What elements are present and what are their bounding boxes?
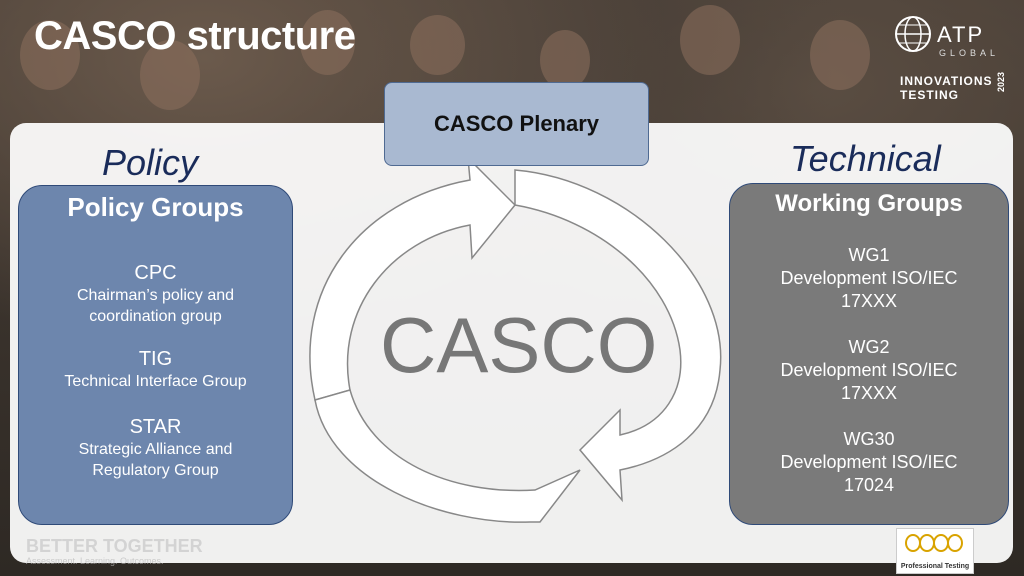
crowd-figure [410, 15, 465, 75]
cycle-arrow-right [514, 169, 722, 503]
crowd-figure [300, 10, 355, 75]
working-group-wg1: WG1 Development ISO/IEC 17XXX [730, 244, 1008, 313]
innovations-line2: TESTING [900, 88, 960, 102]
wg-line1: Development ISO/IEC [780, 452, 958, 472]
atp-sub: GLOBAL [939, 48, 1000, 58]
policy-groups-title: Policy Groups [67, 192, 244, 222]
wg-line2: 17024 [843, 475, 895, 495]
wg-code: WG1 [848, 245, 890, 265]
slide-title: CASCO structure [34, 14, 356, 58]
atp-name: ATP [937, 22, 985, 47]
technical-heading: Technical [790, 138, 941, 179]
policy-groups-box: Policy Groups CPC Chairman’s policy and … [18, 185, 293, 525]
policy-item-desc: Technical Interface Group [64, 373, 247, 390]
working-group-wg2: WG2 Development ISO/IEC 17XXX [730, 336, 1008, 405]
policy-item-cpc: CPC Chairman’s policy and coordination g… [19, 262, 292, 327]
crowd-figure [540, 30, 590, 90]
policy-item-code: CPC [134, 262, 177, 284]
innovations-year: 2023 [996, 72, 1006, 93]
policy-item-desc: coordination group [89, 308, 222, 325]
policy-item-code: STAR [129, 416, 182, 438]
crowd-figure [140, 40, 200, 110]
working-groups-title: Working Groups [775, 190, 963, 217]
crowd-figure [810, 20, 870, 90]
wg-line2: 17XXX [840, 383, 898, 403]
working-group-wg30: WG30 Development ISO/IEC 17024 [730, 428, 1008, 497]
better-together-tagline: Assessment. Learning. Outcomes. [26, 556, 164, 566]
professional-testing-logo: Professional Testing [896, 528, 974, 574]
policy-item-desc: Regulatory Group [92, 462, 219, 479]
policy-item-star: STAR Strategic Alliance and Regulatory G… [19, 416, 292, 481]
innovations-logo: INNOVATIONS TESTING [900, 74, 993, 102]
cycle-arrow-bottom [314, 389, 581, 523]
wg-line1: Development ISO/IEC [780, 360, 958, 380]
wg-line2: 17XXX [840, 291, 898, 311]
globe-icon [895, 16, 931, 52]
policy-item-tig: TIG Technical Interface Group [19, 348, 292, 392]
wg-code: WG30 [843, 429, 895, 449]
casco-center-label: CASCO [380, 301, 658, 389]
wg-line1: Development ISO/IEC [780, 268, 958, 288]
crowd-figure [20, 20, 80, 90]
working-groups-box: Working Groups WG1 Development ISO/IEC 1… [729, 183, 1009, 525]
pt-label: Professional Testing [900, 563, 970, 570]
innovations-line1: INNOVATIONS [900, 74, 993, 88]
atp-global-logo: ATP GLOBAL [893, 14, 1005, 64]
crowd-figure [680, 5, 740, 75]
policy-item-code: TIG [138, 348, 173, 370]
casco-plenary-node: CASCO Plenary [384, 82, 649, 166]
wg-code: WG2 [848, 337, 890, 357]
pt-circles-icon [905, 534, 963, 557]
policy-item-desc: Strategic Alliance and [78, 441, 233, 458]
policy-heading: Policy [102, 142, 199, 183]
better-together-logo: BETTER TOGETHER [26, 536, 203, 556]
policy-item-desc: Chairman’s policy and [76, 287, 235, 304]
